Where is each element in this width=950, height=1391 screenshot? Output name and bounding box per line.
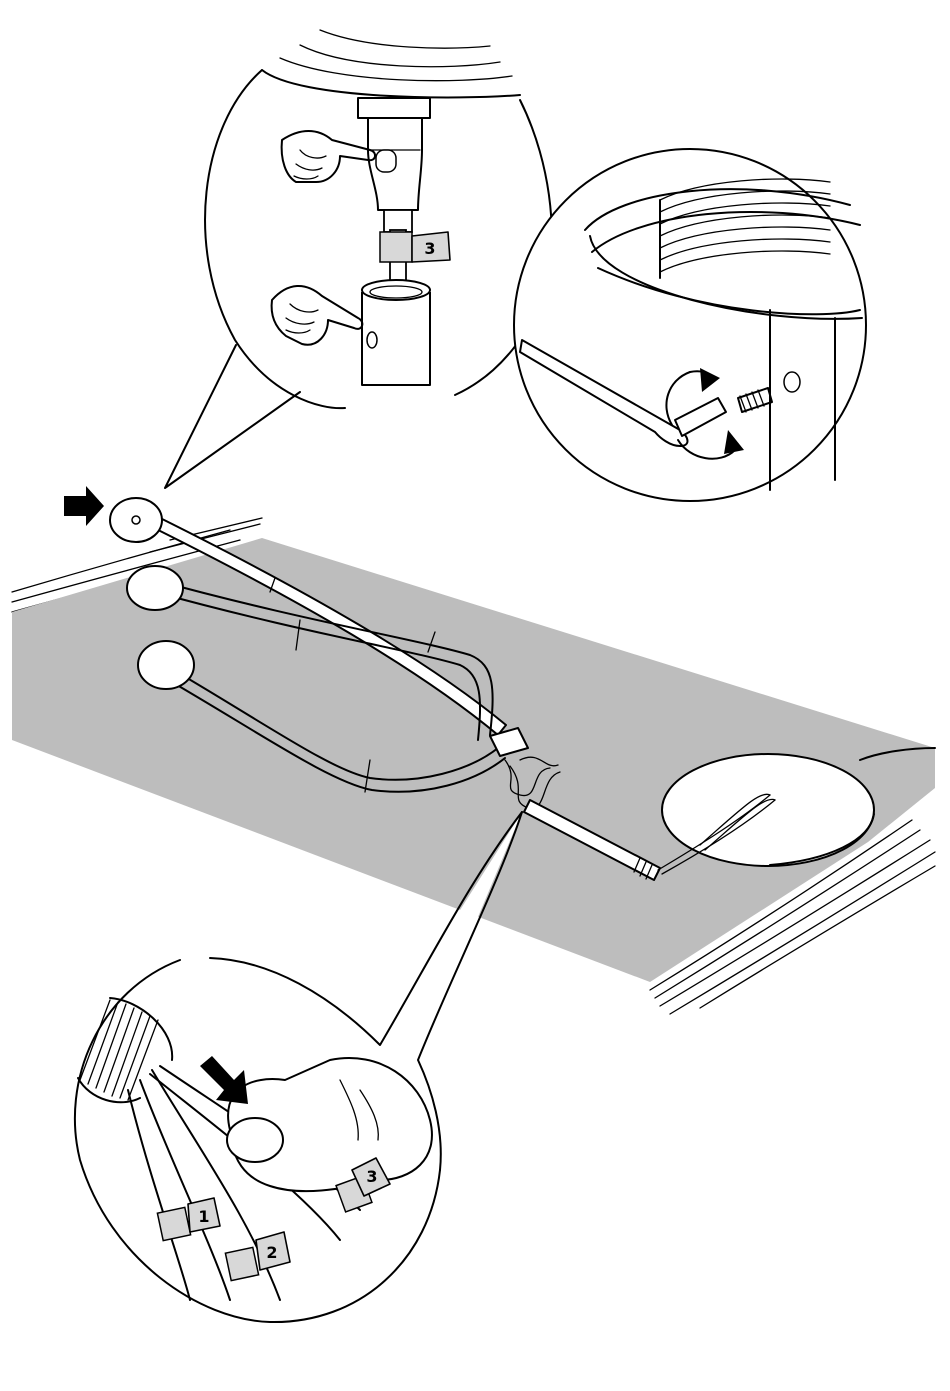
- wire-tag-1-label: 1: [198, 1207, 209, 1226]
- arm-end-disc-2: [127, 566, 183, 610]
- callout-shaft-detail: 3: [165, 20, 552, 488]
- wire-tag-3-top: [380, 232, 412, 262]
- arrow-icon: [64, 486, 104, 526]
- wire-tag-2-label: 2: [266, 1243, 277, 1262]
- wire-tag-3-label: 3: [366, 1167, 377, 1186]
- callout-screw-detail: [514, 149, 866, 501]
- wire-tag-3-top-label: 3: [424, 239, 435, 258]
- arm-end-disc-3: [138, 641, 194, 689]
